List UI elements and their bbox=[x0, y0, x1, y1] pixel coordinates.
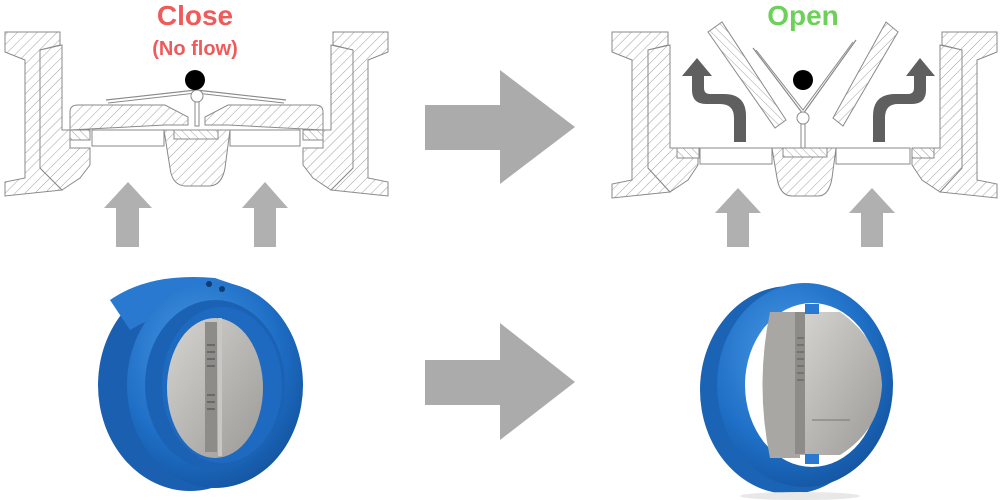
left-flange bbox=[4, 31, 64, 197]
pivot-dot bbox=[185, 70, 205, 90]
inlet-arrow-right-open bbox=[849, 188, 895, 247]
open-valve-photo bbox=[700, 283, 893, 500]
closed-state-title: Close bbox=[156, 0, 234, 31]
closed-state-subtitle: (No flow) bbox=[152, 38, 238, 60]
inlet-arrow-left-open bbox=[715, 188, 761, 247]
open-plate-left bbox=[707, 21, 787, 129]
outlet-arrow-right bbox=[873, 58, 935, 142]
inlet-arrow-left bbox=[104, 182, 152, 247]
right-flange bbox=[329, 31, 389, 197]
open-plate-right bbox=[832, 21, 899, 127]
closed-valve-photo bbox=[98, 276, 303, 491]
closed-section-diagram bbox=[4, 31, 389, 247]
open-section-diagram bbox=[611, 21, 998, 247]
open-state-title: Open bbox=[767, 0, 839, 31]
pivot-dot-open bbox=[793, 70, 813, 90]
transition-arrow-bottom bbox=[425, 323, 575, 440]
inlet-arrow-right bbox=[242, 182, 288, 247]
transition-arrow-top bbox=[425, 70, 575, 184]
outlet-arrow-left bbox=[682, 58, 746, 142]
